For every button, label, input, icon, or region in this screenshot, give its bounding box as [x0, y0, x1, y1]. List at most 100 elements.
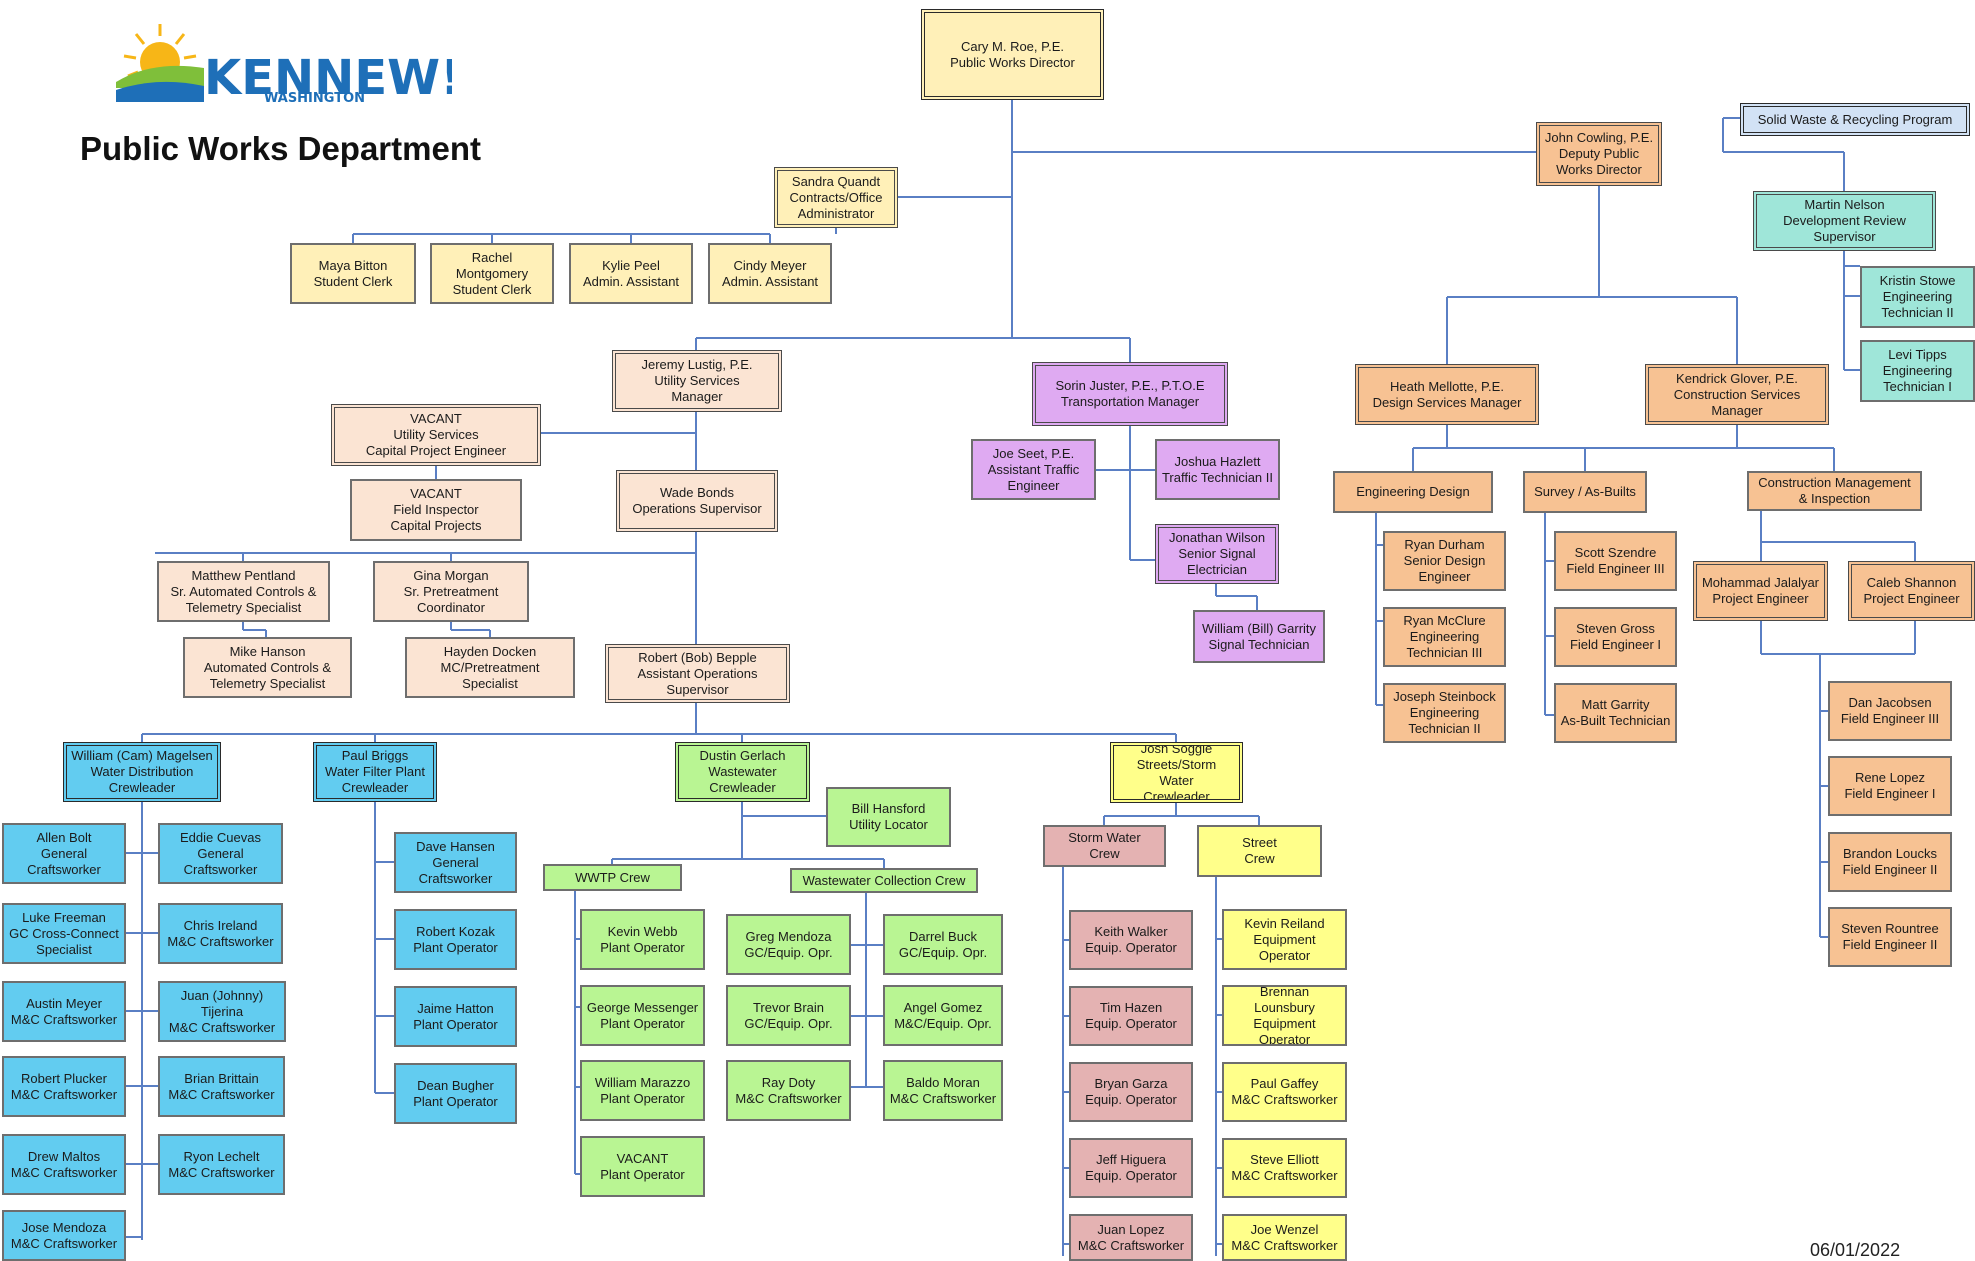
node-label: Paul Briggs Water Filter Plant Crewleade… — [325, 748, 425, 795]
node-label: Caleb Shannon Project Engineer — [1863, 575, 1960, 606]
node-label: Brian Brittain M&C Craftsworker — [168, 1070, 275, 1102]
org-node-dan: Dan Jacobsen Field Engineer III — [1828, 681, 1952, 741]
org-node-steven-gross: Steven Gross Field Engineer I — [1554, 607, 1677, 667]
node-label: Rene Lopez Field Engineer I — [1844, 770, 1936, 801]
org-node-gina: Gina Morgan Sr. Pretreatment Coordinator — [373, 561, 529, 622]
org-node-joseph: Joseph Steinbock Engineering Technician … — [1383, 683, 1506, 743]
node-label: Engineering Design — [1356, 484, 1470, 499]
org-node-chris: Chris Ireland M&C Craftsworker — [158, 903, 283, 964]
org-node-wwtp: WWTP Crew — [543, 864, 682, 891]
org-node-josh: Josh Soggie Streets/Storm Water Crewlead… — [1110, 742, 1243, 803]
org-node-juan-tijerina: Juan (Johnny) Tijerina M&C Craftsworker — [158, 981, 286, 1042]
org-node-kylie: Kylie Peel Admin. Assistant — [569, 243, 693, 304]
node-label: Sorin Juster, P.E., P.T.O.E Transportati… — [1055, 378, 1205, 409]
node-label: Ryon Lechelt M&C Craftsworker — [168, 1148, 275, 1180]
node-label: Allen Bolt General Craftsworker — [27, 829, 101, 877]
org-node-solid-waste: Solid Waste & Recycling Program — [1740, 103, 1970, 136]
org-node-william-garrity: William (Bill) Garrity Signal Technician — [1193, 610, 1325, 663]
node-label: Street Crew — [1242, 835, 1277, 866]
node-label: VACANT Field Inspector Capital Projects — [390, 486, 482, 533]
org-node-jonathan: Jonathan Wilson Senior Signal Electricia… — [1155, 524, 1279, 584]
node-label: Steven Gross Field Engineer I — [1569, 621, 1662, 652]
org-node-matthew: Matthew Pentland Sr. Automated Controls … — [157, 561, 330, 622]
org-node-greg: Greg Mendoza GC/Equip. Opr. — [726, 914, 851, 975]
org-node-trevor: Trevor Brain GC/Equip. Opr. — [726, 985, 851, 1046]
node-label: Heath Mellotte, P.E. Design Services Man… — [1372, 378, 1522, 410]
org-node-baldo: Baldo Moran M&C Craftsworker — [883, 1060, 1003, 1121]
org-node-paul-briggs: Paul Briggs Water Filter Plant Crewleade… — [313, 742, 437, 802]
org-node-wade: Wade Bonds Operations Supervisor — [616, 470, 778, 532]
org-node-dean: Dean Bugher Plant Operator — [394, 1063, 517, 1124]
org-node-drew: Drew Maltos M&C Craftsworker — [2, 1134, 126, 1195]
org-node-eng-design: Engineering Design — [1333, 471, 1493, 513]
node-label: Cary M. Roe, P.E. Public Works Director — [950, 38, 1075, 70]
org-node-jaime: Jaime Hatton Plant Operator — [394, 986, 517, 1047]
org-node-vacant-cpe: VACANT Utility Services Capital Project … — [331, 404, 541, 466]
node-label: Scott Szendre Field Engineer III — [1566, 545, 1665, 576]
node-label: Kylie Peel Admin. Assistant — [582, 257, 680, 289]
node-label: Brennan Lounsbury Equipment Operator — [1253, 985, 1316, 1046]
page-title: Public Works Department — [80, 130, 481, 167]
org-node-william-marazzo: William Marazzo Plant Operator — [580, 1060, 705, 1121]
node-label: Kevin Webb Plant Operator — [600, 923, 685, 955]
org-node-vacant-fi: VACANT Field Inspector Capital Projects — [350, 479, 522, 541]
node-label: Dave Hansen General Craftsworker — [416, 838, 495, 886]
org-node-vacant-po: VACANT Plant Operator — [580, 1136, 705, 1197]
org-node-scott: Scott Szendre Field Engineer III — [1554, 531, 1677, 591]
node-label: Ryan Durham Senior Design Engineer — [1403, 537, 1486, 584]
org-node-juan-lopez: Juan Lopez M&C Craftsworker — [1069, 1214, 1193, 1261]
org-node-kendrick: Kendrick Glover, P.E. Construction Servi… — [1645, 364, 1829, 425]
node-label: Hayden Docken MC/Pretreatment Specialist — [440, 643, 540, 691]
node-label: William (Cam) Magelsen Water Distributio… — [71, 748, 213, 795]
node-label: Jonathan Wilson Senior Signal Electricia… — [1168, 530, 1266, 577]
node-label: Josh Soggie Streets/Storm Water Crewlead… — [1136, 742, 1217, 803]
org-node-dave: Dave Hansen General Craftsworker — [394, 832, 517, 893]
node-label: Wade Bonds Operations Supervisor — [632, 485, 762, 516]
node-label: Matt Garrity As-Built Technician — [1560, 697, 1671, 728]
node-label: Angel Gomez M&C/Equip. Opr. — [894, 999, 992, 1031]
org-node-street-crew: Street Crew — [1197, 825, 1322, 877]
node-label: Matthew Pentland Sr. Automated Controls … — [170, 567, 317, 615]
node-label: VACANT Utility Services Capital Project … — [365, 411, 507, 458]
node-label: Kendrick Glover, P.E. Construction Servi… — [1673, 370, 1801, 418]
node-label: Paul Gaffey M&C Craftsworker — [1231, 1076, 1338, 1107]
node-label: Steven Rountree Field Engineer II — [1841, 921, 1939, 952]
org-node-joe-seet: Joe Seet, P.E. Assistant Traffic Enginee… — [971, 439, 1096, 500]
node-label: Joe Seet, P.E. Assistant Traffic Enginee… — [987, 445, 1080, 493]
node-label: Bryan Garza Equip. Operator — [1085, 1076, 1177, 1107]
logo-wordmark: KENNEW!CK — [204, 50, 452, 106]
org-node-ryan-durham: Ryan Durham Senior Design Engineer — [1383, 531, 1506, 591]
org-node-joe-wenzel: Joe Wenzel M&C Craftsworker — [1222, 1214, 1347, 1261]
org-node-rachel: Rachel Montgomery Student Clerk — [430, 243, 554, 304]
node-label: John Cowling, P.E. Deputy Public Works D… — [1544, 130, 1654, 177]
org-node-storm-crew: Storm Water Crew — [1043, 825, 1166, 867]
org-node-allen: Allen Bolt General Craftsworker — [2, 823, 126, 884]
node-label: Mohammad Jalalyar Project Engineer — [1701, 575, 1820, 606]
org-node-jeff: Jeff Higuera Equip. Operator — [1069, 1138, 1193, 1198]
node-label: Trevor Brain GC/Equip. Opr. — [744, 999, 833, 1031]
org-node-paul-gaffey: Paul Gaffey M&C Craftsworker — [1222, 1062, 1347, 1122]
org-node-caleb: Caleb Shannon Project Engineer — [1848, 561, 1975, 621]
node-label: Tim Hazen Equip. Operator — [1085, 1000, 1177, 1031]
node-label: Jeremy Lustig, P.E. Utility Services Man… — [641, 357, 753, 404]
node-label: Construction Management & Inspection — [1758, 475, 1911, 506]
node-label: Darrel Buck GC/Equip. Opr. — [898, 928, 988, 960]
logo-subtext: WASHINGTON — [264, 91, 365, 106]
node-label: Juan (Johnny) Tijerina M&C Craftsworker — [168, 987, 276, 1035]
node-label: Austin Meyer M&C Craftsworker — [10, 995, 118, 1027]
node-label: Baldo Moran M&C Craftsworker — [889, 1074, 997, 1106]
node-label: Luke Freeman GC Cross-Connect Specialist — [9, 909, 119, 957]
org-node-bill-hansford: Bill Hansford Utility Locator — [826, 787, 951, 847]
org-node-luke: Luke Freeman GC Cross-Connect Specialist — [2, 903, 126, 964]
node-label: Rachel Montgomery Student Clerk — [452, 249, 532, 297]
org-node-sorin: Sorin Juster, P.E., P.T.O.E Transportati… — [1032, 362, 1228, 426]
org-node-robert-plucker: Robert Plucker M&C Craftsworker — [2, 1056, 126, 1117]
org-node-keith: Keith Walker Equip. Operator — [1069, 910, 1193, 970]
org-node-angel: Angel Gomez M&C/Equip. Opr. — [883, 985, 1003, 1046]
node-label: Solid Waste & Recycling Program — [1757, 111, 1953, 127]
node-label: Chris Ireland M&C Craftsworker — [167, 917, 274, 949]
node-label: WWTP Crew — [575, 869, 650, 885]
node-label: Mike Hanson Automated Controls & Telemet… — [203, 643, 332, 691]
org-node-william-magelsen: William (Cam) Magelsen Water Distributio… — [63, 742, 221, 802]
node-label: Survey / As-Builts — [1534, 484, 1636, 499]
